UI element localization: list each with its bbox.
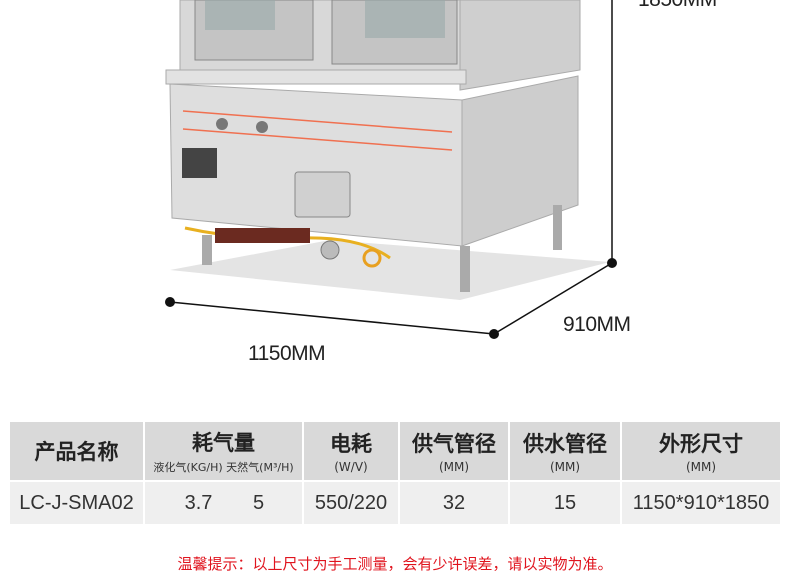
header-lpg: 液化气(KG/H) (153, 461, 223, 474)
cell-water-pipe: 15 (508, 480, 622, 526)
steamer-cabinet-illustration (165, 0, 617, 339)
cell-size: 1150*910*1850 (620, 480, 782, 526)
header-gas-consumption: 耗气量 (192, 431, 255, 455)
header-size: 外形尺寸 (659, 432, 743, 456)
header-gas-pipe-unit: (MM) (438, 460, 470, 474)
cell-lpg: 3.7 (184, 491, 213, 514)
cell-ng: 5 (252, 491, 265, 514)
header-water-pipe: 供水管径 (523, 432, 607, 456)
header-water-pipe-unit: (MM) (549, 460, 581, 474)
width-dimension-label: 1150MM (248, 342, 326, 365)
header-size-unit: (MM) (685, 460, 717, 474)
spec-table-header: 产品名称 耗气量 液化气(KG/H) 天然气(M³/H) 电耗 (W/V) 供气管… (8, 420, 782, 482)
cell-model: LC-J-SMA02 (8, 480, 145, 526)
spec-table: 产品名称 耗气量 液化气(KG/H) 天然气(M³/H) 电耗 (W/V) 供气管… (8, 420, 782, 526)
measurement-note: 温馨提示：以上尺寸为手工测量，会有少许误差，请以实物为准。 (177, 555, 613, 573)
header-power: 电耗 (330, 432, 372, 456)
height-dimension-label: 1850MM (638, 0, 717, 12)
cell-power: 550/220 (302, 480, 400, 526)
depth-dimension-label: 910MM (563, 313, 631, 336)
header-gas-pipe: 供气管径 (412, 432, 496, 456)
header-model: 产品名称 (34, 440, 119, 464)
header-ng: 天然气(M³/H) (226, 461, 294, 474)
header-power-unit: (W/V) (334, 460, 368, 474)
cell-gas-pipe: 32 (398, 480, 510, 526)
